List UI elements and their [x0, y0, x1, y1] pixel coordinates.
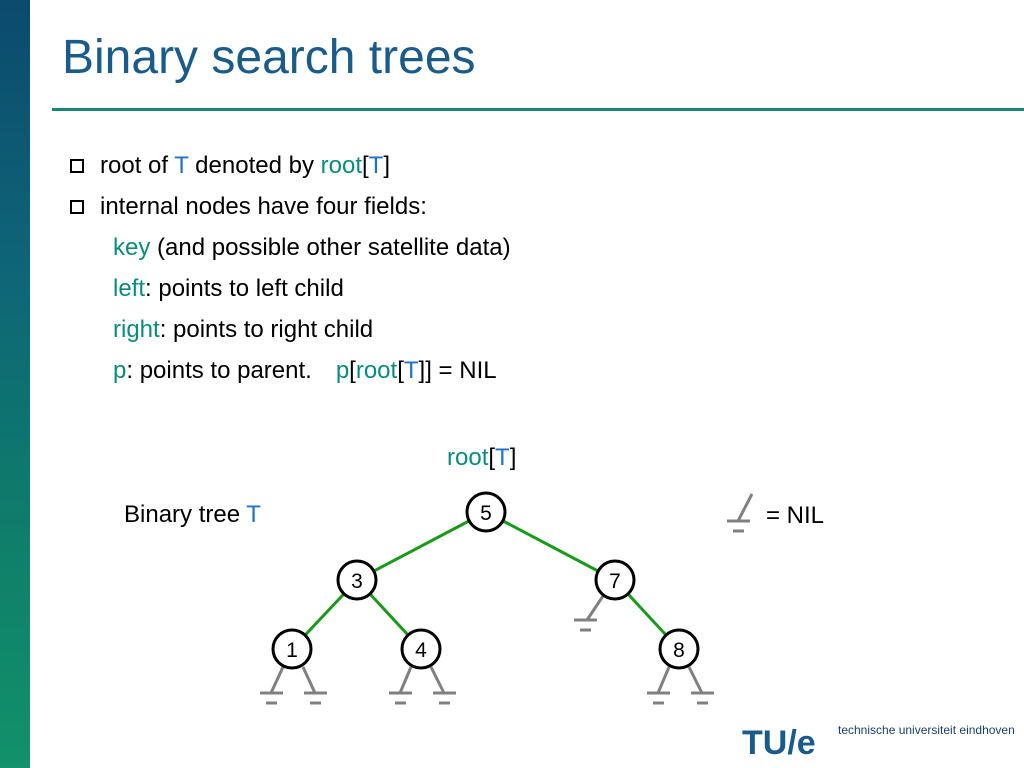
square-bullet-icon	[70, 159, 84, 173]
university-name: technische universiteit eindhoven	[838, 723, 1015, 737]
bullet-text: internal nodes have four fields:	[100, 193, 427, 220]
edge-5-7	[485, 510, 616, 582]
node-value: 7	[609, 570, 621, 593]
nil-legend-text: = NIL	[766, 502, 825, 529]
nil-icon	[647, 666, 671, 705]
square-bullet-icon	[70, 200, 84, 214]
field-parent: p: points to parent.p[root[T]] = NIL	[113, 357, 497, 384]
root-label: root[T]	[447, 444, 517, 471]
node-value: 3	[351, 570, 363, 593]
tue-logo: TU/e	[742, 724, 816, 762]
field-key: key (and possible other satellite data)	[113, 234, 511, 261]
sidebar-band	[0, 0, 30, 768]
tree-node: 8	[658, 628, 700, 670]
nil-icon	[301, 666, 327, 705]
nil-symbols	[260, 493, 754, 705]
nil-icon	[429, 666, 456, 705]
tree-node: 5	[465, 491, 507, 533]
edge-5-3	[356, 510, 487, 582]
node-value: 8	[673, 639, 685, 662]
nil-icon	[260, 666, 285, 705]
tree-node: 1	[271, 628, 313, 670]
nil-icon	[574, 595, 605, 632]
tree-node: 3	[336, 559, 378, 601]
node-value: 1	[286, 639, 298, 662]
binary-tree-label: Binary tree T	[124, 501, 261, 528]
slide-title: Binary search trees	[62, 31, 476, 84]
title-rule	[52, 108, 1024, 111]
field-left: left: points to left child	[113, 275, 344, 302]
tree-node: 4	[400, 628, 442, 670]
bullet-text: root of T denoted by root[T]	[100, 152, 390, 179]
nil-legend-icon	[727, 493, 754, 533]
field-right: right: points to right child	[113, 316, 374, 343]
nil-icon	[687, 666, 714, 705]
node-value: 4	[415, 639, 427, 662]
node-value: 5	[480, 502, 492, 525]
tree-nodes: 5 3 7 1 4 8	[271, 491, 700, 670]
nil-icon	[389, 666, 413, 705]
tree-node: 7	[594, 559, 636, 601]
